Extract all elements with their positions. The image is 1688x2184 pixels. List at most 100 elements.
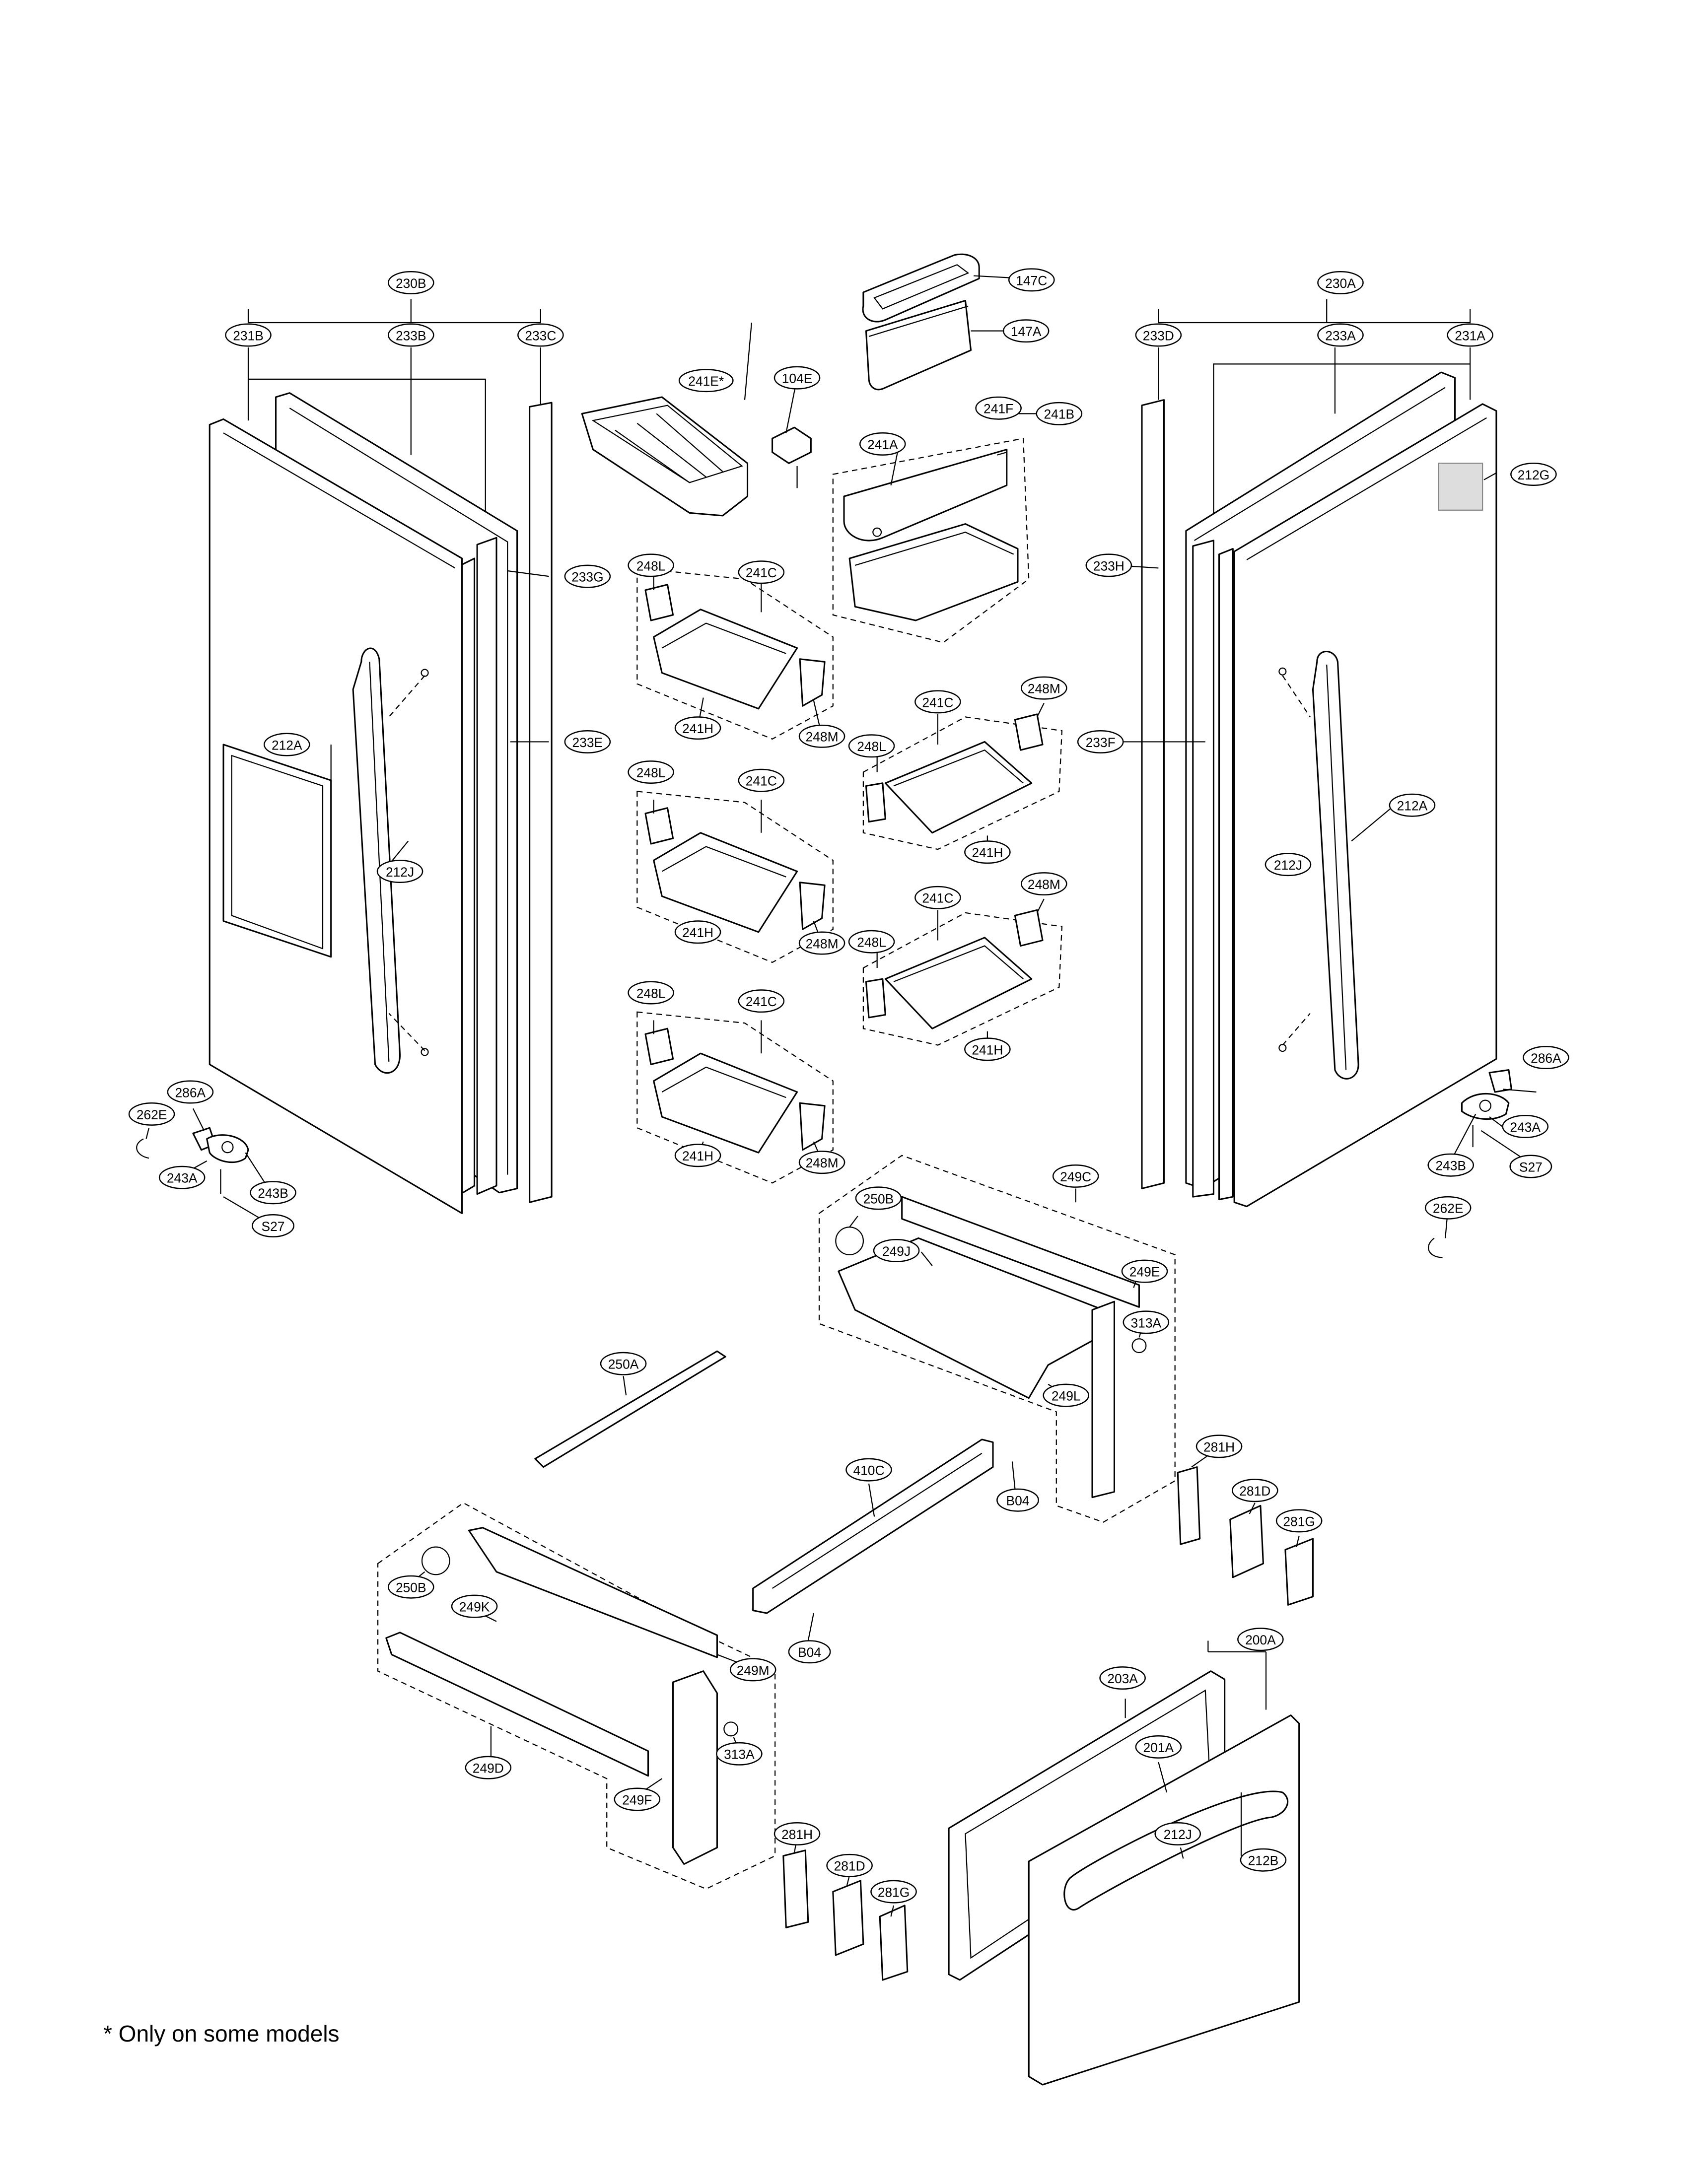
callout-249l: 249L xyxy=(1043,1383,1090,1407)
callout-233a: 233A xyxy=(1317,323,1364,347)
svg-text:B04: B04 xyxy=(798,1645,821,1660)
svg-text:241H: 241H xyxy=(682,1149,713,1163)
svg-text:S27: S27 xyxy=(262,1219,285,1234)
right-door-handle xyxy=(1312,650,1359,1080)
callout-249j: 249J xyxy=(873,1238,920,1262)
callout-248l-2: 248L xyxy=(628,760,674,784)
callout-248m-4: 248M xyxy=(1020,676,1067,700)
callout-281g-top: 281G xyxy=(1275,1509,1323,1533)
svg-text:241H: 241H xyxy=(682,721,713,736)
svg-text:233G: 233G xyxy=(571,570,604,585)
callout-b04-bottom: B04 xyxy=(788,1640,831,1664)
svg-text:241F: 241F xyxy=(984,402,1013,416)
part-281D-bottom xyxy=(832,1880,864,1956)
svg-text:231B: 231B xyxy=(233,328,264,343)
svg-text:249D: 249D xyxy=(473,1761,504,1776)
svg-text:262E: 262E xyxy=(1433,1201,1464,1216)
callout-241c-3: 241C xyxy=(738,989,785,1013)
svg-text:S27: S27 xyxy=(1519,1160,1543,1174)
svg-text:286A: 286A xyxy=(1531,1051,1561,1066)
svg-text:248L: 248L xyxy=(636,986,666,1001)
callout-249f: 249F xyxy=(614,1787,661,1811)
callout-250b-top: 250B xyxy=(855,1186,902,1210)
svg-text:233A: 233A xyxy=(1325,328,1356,343)
callout-147c: 147C xyxy=(1008,268,1055,292)
callout-248m-1: 248M xyxy=(798,724,845,748)
callout-212g: 212G xyxy=(1510,463,1557,486)
svg-text:233C: 233C xyxy=(525,328,556,343)
part-249L xyxy=(838,1237,1104,1399)
svg-text:233H: 233H xyxy=(1093,558,1125,573)
svg-text:249E: 249E xyxy=(1129,1265,1160,1280)
callout-286a-right: 286A xyxy=(1523,1046,1569,1070)
callout-248l-1: 248L xyxy=(628,553,674,577)
callout-212j-bottom: 212J xyxy=(1154,1822,1201,1845)
svg-text:250B: 250B xyxy=(396,1580,426,1595)
callout-212j-right: 212J xyxy=(1265,853,1312,877)
callout-249e: 249E xyxy=(1121,1259,1168,1283)
svg-text:286A: 286A xyxy=(175,1085,206,1100)
callout-313a-top: 313A xyxy=(1123,1310,1170,1334)
callout-248l-5: 248L xyxy=(848,930,895,954)
callout-243a-right: 243A xyxy=(1502,1114,1549,1138)
callout-212b: 212B xyxy=(1240,1848,1287,1872)
callout-241c-2: 241C xyxy=(738,768,785,792)
svg-text:243B: 243B xyxy=(258,1186,288,1201)
svg-text:241H: 241H xyxy=(972,845,1003,860)
svg-text:201A: 201A xyxy=(1143,1740,1174,1755)
svg-text:250B: 250B xyxy=(863,1191,894,1206)
svg-text:281G: 281G xyxy=(878,1885,910,1900)
callout-281h-bottom: 281H xyxy=(774,1822,821,1845)
svg-text:249K: 249K xyxy=(459,1600,490,1615)
svg-text:241E*: 241E* xyxy=(688,374,724,389)
svg-text:230A: 230A xyxy=(1325,276,1356,291)
callout-241f: 241F xyxy=(975,396,1022,420)
callout-281h-top: 281H xyxy=(1196,1434,1243,1458)
callout-248m-2: 248M xyxy=(798,931,845,955)
svg-text:212B: 212B xyxy=(1248,1853,1279,1868)
callout-248m-5: 248M xyxy=(1020,872,1067,896)
svg-text:233E: 233E xyxy=(572,735,603,750)
callout-212a-left: 212A xyxy=(263,733,310,756)
callout-249k: 249K xyxy=(451,1594,498,1618)
left-door-panel xyxy=(209,418,463,1214)
callout-243b-left: 243B xyxy=(250,1181,296,1205)
callout-241h-1: 241H xyxy=(674,716,721,740)
part-241E xyxy=(581,396,749,517)
svg-text:243B: 243B xyxy=(1435,1159,1466,1173)
callout-212j-left: 212J xyxy=(376,860,423,884)
svg-text:281G: 281G xyxy=(1283,1514,1315,1529)
svg-text:243A: 243A xyxy=(1510,1120,1541,1135)
left-door-window xyxy=(222,744,332,958)
svg-text:212G: 212G xyxy=(1518,468,1550,482)
callout-243b-right: 243B xyxy=(1427,1153,1475,1177)
callout-249d: 249D xyxy=(465,1756,512,1779)
svg-text:248M: 248M xyxy=(806,1156,839,1170)
part-250A xyxy=(534,1350,726,1468)
part-281H-bottom xyxy=(782,1849,809,1928)
callout-248l-3: 248L xyxy=(628,981,674,1005)
svg-text:313A: 313A xyxy=(1131,1315,1162,1330)
callout-b04-top: B04 xyxy=(996,1488,1039,1512)
callout-248l-4: 248L xyxy=(848,734,895,758)
right-door-panel xyxy=(1233,403,1497,1208)
svg-text:248L: 248L xyxy=(636,765,666,780)
svg-text:313A: 313A xyxy=(724,1747,755,1762)
svg-text:233D: 233D xyxy=(1143,328,1174,343)
callout-233e: 233E xyxy=(564,730,611,753)
svg-text:281H: 281H xyxy=(1203,1439,1235,1454)
svg-text:281D: 281D xyxy=(834,1859,865,1874)
svg-text:410C: 410C xyxy=(853,1463,884,1478)
part-281G-bottom xyxy=(879,1905,909,1981)
svg-text:241C: 241C xyxy=(746,565,777,580)
svg-text:249F: 249F xyxy=(622,1792,652,1807)
svg-text:231A: 231A xyxy=(1455,328,1485,343)
svg-text:241C: 241C xyxy=(746,774,777,789)
part-281H-top xyxy=(1177,1466,1201,1545)
svg-text:212A: 212A xyxy=(1397,799,1428,814)
callout-233d: 233D xyxy=(1135,323,1182,347)
callout-250a: 250A xyxy=(600,1352,647,1375)
callout-leaders xyxy=(145,275,1537,1917)
door-bins xyxy=(636,567,1063,1184)
